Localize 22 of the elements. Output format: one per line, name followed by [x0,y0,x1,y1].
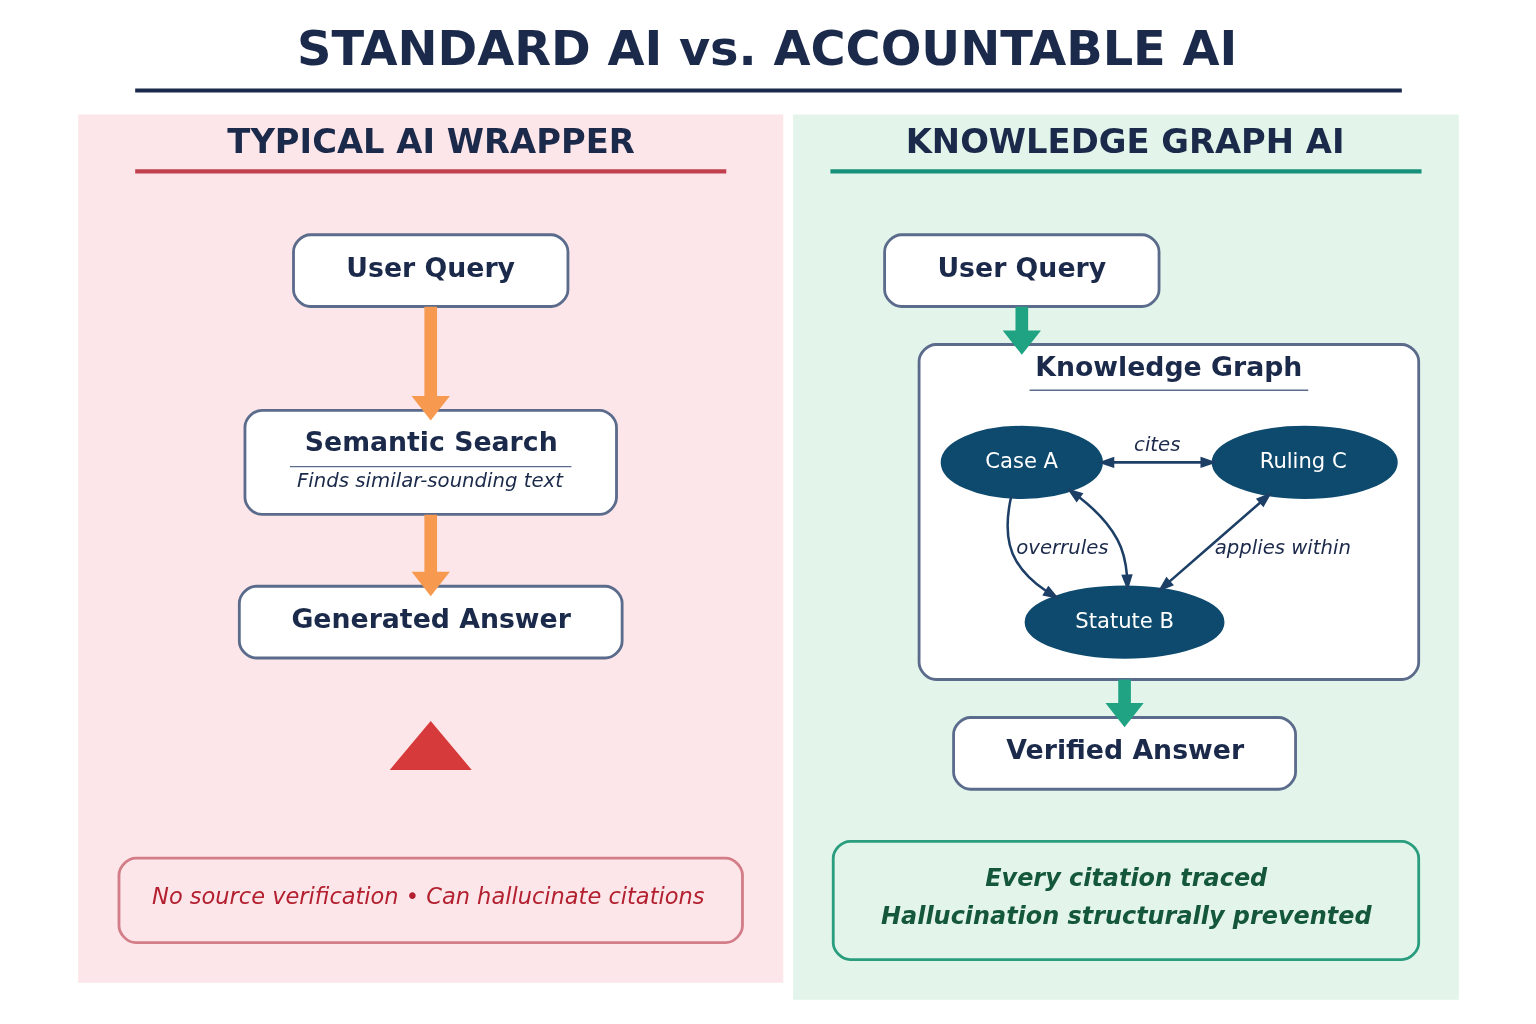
node-box: Generated Answer [237,584,624,660]
node-box: User Query [291,233,569,308]
arrow [1005,496,1059,600]
arrow [411,306,450,421]
node-box: Every citation traced Hallucination structurally prevented [831,839,1420,961]
edge-label: applies within [1214,536,1351,560]
node-ellipse: Ruling C [1211,425,1398,499]
edge-label: overrules [1015,536,1109,560]
arrow [1104,679,1144,728]
arrow [1097,456,1217,469]
node-box: Semantic Search Finds similar-sounding text [243,408,618,516]
node-box: User Query [882,233,1160,308]
arrow [1002,306,1041,355]
node-triangle [389,720,472,770]
diagram-title: STANDARD AI vs. ACCOUNTABLE AI [296,20,1237,76]
arrow [1157,492,1272,592]
edge-label: cites [1133,433,1180,457]
node-box: No source verification • Can hallucinate citations [117,856,744,945]
arrow [1066,488,1133,591]
arrow [411,514,450,597]
node-box: Verified Answer [951,716,1297,791]
node-ellipse: Case A [940,425,1103,499]
